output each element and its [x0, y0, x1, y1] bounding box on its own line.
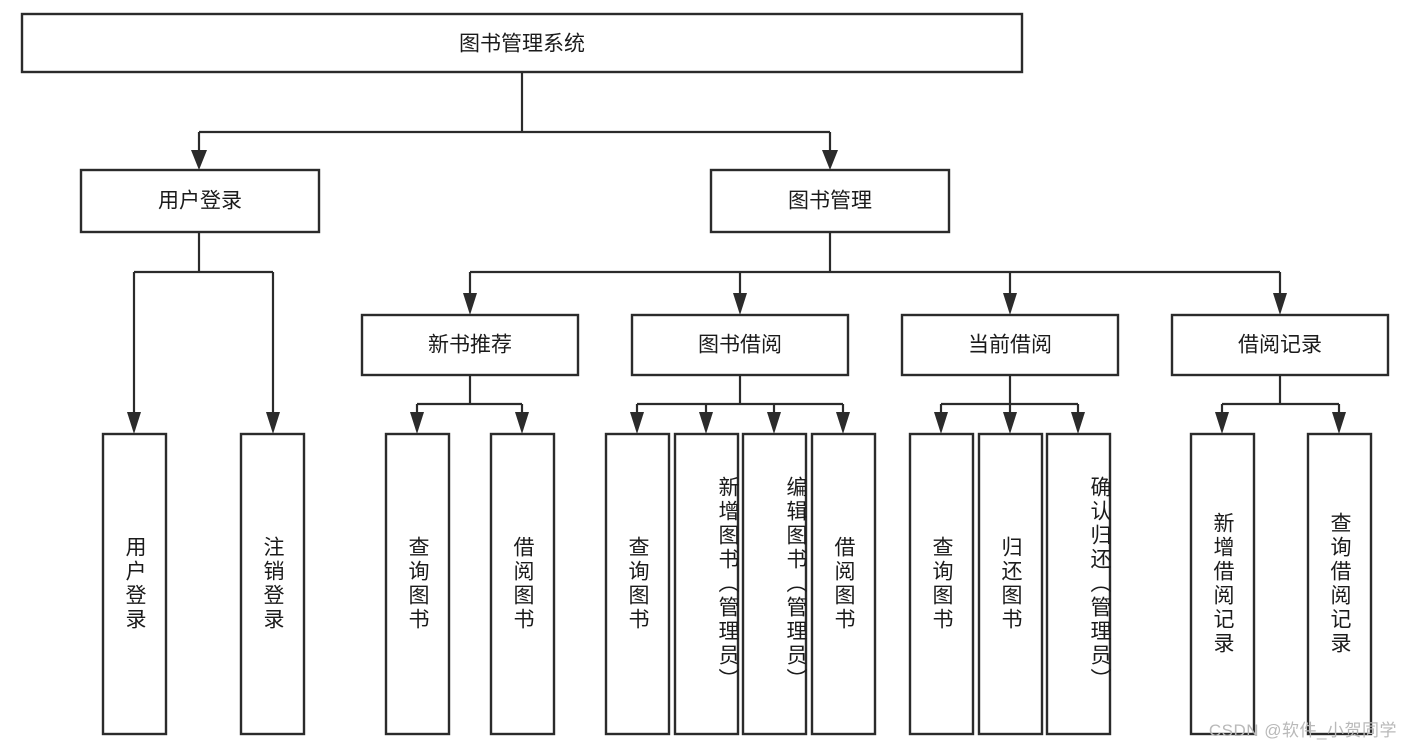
- node-leaf-add-record-box[interactable]: [1189, 432, 1256, 736]
- node-leaf-return-book-box[interactable]: [977, 432, 1044, 736]
- arrow-head-new-book-rec: [463, 293, 477, 315]
- node-book-borrow-box[interactable]: [630, 313, 850, 377]
- node-user-login-label: 用户登录: [158, 190, 242, 213]
- node-borrow-record[interactable]: 借阅记录: [1170, 313, 1390, 377]
- node-leaf-query-book-2-box[interactable]: [604, 432, 671, 736]
- arrow-head-bb-leaf3: [767, 412, 781, 434]
- node-book-borrow-label: 图书借阅: [698, 334, 782, 357]
- arrow-head-leaf-user-login: [127, 412, 141, 434]
- arrow-head-cb-leaf3: [1071, 412, 1085, 434]
- node-leaf-query-record-box[interactable]: [1306, 432, 1373, 736]
- node-leaf-borrow-book-1-box[interactable]: [489, 432, 556, 736]
- node-book-manage-box[interactable]: [709, 168, 951, 234]
- node-root-box[interactable]: [20, 12, 1024, 74]
- nodes-layer: 图书管理系统 用户登录 图书管理 新书推荐 图书借阅 当前: [20, 12, 1390, 736]
- node-leaf-borrow-book-2-box[interactable]: [810, 432, 877, 736]
- arrow-head-cb-leaf2: [1003, 412, 1017, 434]
- node-book-borrow[interactable]: 图书借阅: [630, 313, 850, 377]
- node-current-borrow[interactable]: 当前借阅: [900, 313, 1120, 377]
- node-book-manage-label: 图书管理: [788, 190, 872, 213]
- arrow-head-br-leaf2: [1332, 412, 1346, 434]
- node-leaf-logout-login-box[interactable]: [239, 432, 306, 736]
- node-user-login[interactable]: 用户登录: [79, 168, 321, 234]
- node-book-manage[interactable]: 图书管理: [709, 168, 951, 234]
- arrow-head-cb-leaf1: [934, 412, 948, 434]
- node-borrow-record-label: 借阅记录: [1238, 334, 1322, 357]
- node-borrow-record-box[interactable]: [1170, 313, 1390, 377]
- arrow-head-current-borrow: [1003, 293, 1017, 315]
- arrow-head-user-login: [191, 150, 207, 170]
- node-current-borrow-box[interactable]: [900, 313, 1120, 377]
- arrow-head-br-leaf1: [1215, 412, 1229, 434]
- arrow-head-bb-leaf1: [630, 412, 644, 434]
- node-leaf-user-login-box[interactable]: [101, 432, 168, 736]
- arrow-head-book-manage: [822, 150, 838, 170]
- node-current-borrow-label: 当前借阅: [968, 334, 1052, 357]
- node-leaf-query-book-3-box[interactable]: [908, 432, 975, 736]
- node-leaf-confirm-return-box[interactable]: [1045, 432, 1112, 736]
- arrow-head-nbr-leaf1: [410, 412, 424, 434]
- watermark-text: CSDN @软件_小贺同学: [1208, 721, 1397, 740]
- node-leaf-query-book-1-box[interactable]: [384, 432, 451, 736]
- node-new-book-rec-box[interactable]: [360, 313, 580, 377]
- arrow-head-borrow-record: [1273, 293, 1287, 315]
- arrow-head-leaf-logout-login: [266, 412, 280, 434]
- node-root[interactable]: 图书管理系统: [20, 12, 1024, 74]
- node-leaf-edit-book-box[interactable]: [741, 432, 808, 736]
- arrow-head-bb-leaf2: [699, 412, 713, 434]
- node-user-login-box[interactable]: [79, 168, 321, 234]
- arrow-head-nbr-leaf2: [515, 412, 529, 434]
- arrow-head-bb-leaf4: [836, 412, 850, 434]
- connectors-layer: [127, 72, 1346, 434]
- node-root-label: 图书管理系统: [459, 33, 585, 56]
- node-leaf-add-book-box[interactable]: [673, 432, 740, 736]
- node-new-book-rec-label: 新书推荐: [428, 334, 512, 357]
- node-new-book-rec[interactable]: 新书推荐: [360, 313, 580, 377]
- arrow-head-book-borrow: [733, 293, 747, 315]
